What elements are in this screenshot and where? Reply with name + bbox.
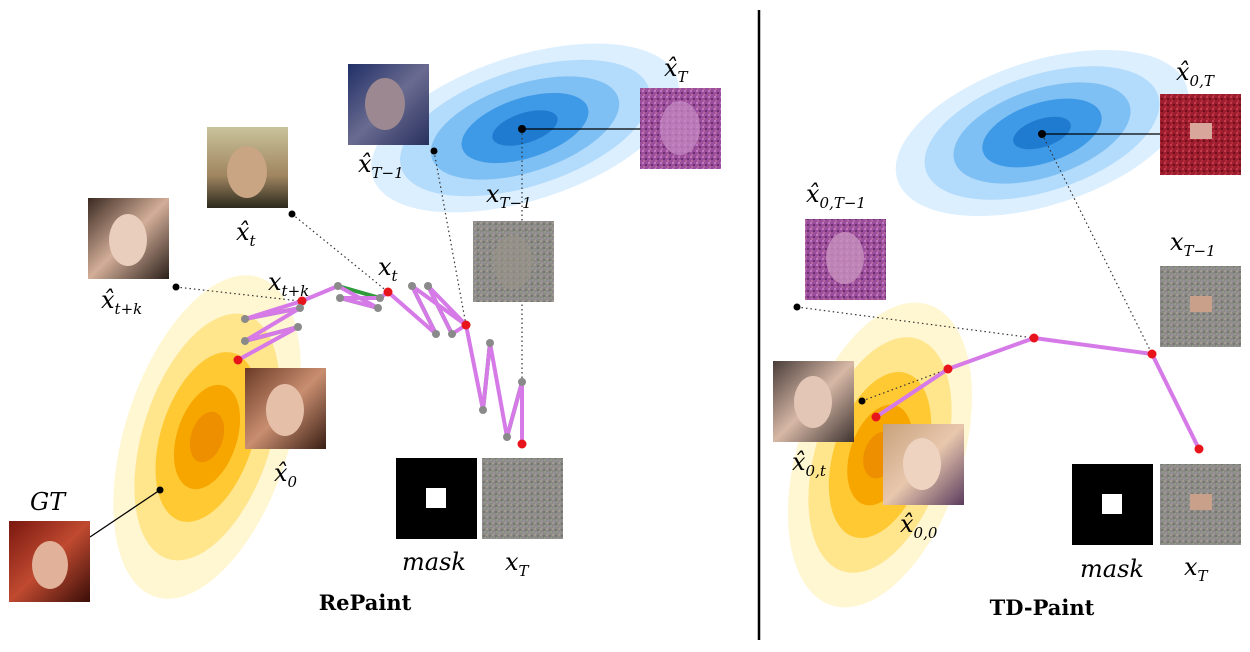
label-x0-hat: x̂0 [274, 459, 298, 491]
gt-face-thumbnail [9, 521, 90, 602]
label-mask-right: mask [1080, 555, 1144, 583]
label-x-T1-right: xT−1 [1170, 228, 1216, 260]
label-x-T-right: xT [1184, 553, 1209, 585]
trajectory-points-right [793, 130, 1204, 454]
x00-hat-face-thumbnail [883, 424, 964, 505]
label-x00-hat: x̂0,0 [900, 510, 938, 542]
label-x-T1: xT−1 [486, 180, 532, 212]
label-x-t: xt [378, 253, 399, 285]
xT-hat-noisy-thumbnail [640, 88, 721, 169]
xt-hat-face-thumbnail [207, 127, 288, 208]
dotted-leaders-right [796, 133, 1153, 402]
xT-noise-thumbnail-left [482, 458, 563, 539]
gold-distribution-left [113, 275, 301, 599]
label-xtk-hat: x̂t+k [101, 286, 142, 318]
label-x-tk: xt+k [268, 268, 309, 300]
xT-noise-thumbnail-right [1160, 464, 1241, 545]
x0T1-hat-face-thumbnail [805, 219, 886, 300]
xT1-noisy-thumbnail [473, 221, 554, 302]
panel-title-repaint: RePaint [319, 590, 412, 615]
mask-thumbnail-right [1072, 464, 1153, 545]
xT1-noisy-thumbnail-right [1160, 266, 1241, 347]
gt-connector [89, 489, 161, 538]
label-x-T-left: xT [505, 548, 530, 580]
x0T-hat-face-thumbnail [1160, 94, 1241, 175]
label-x0T-hat: x̂0,T [1176, 58, 1215, 90]
x0-hat-face-thumbnail [245, 368, 326, 449]
panel-title-tdpaint: TD-Paint [990, 595, 1095, 620]
label-x0t-hat: x̂0,t [792, 448, 827, 480]
x0t-hat-face-thumbnail [773, 361, 854, 442]
label-xT-hat: x̂T [664, 54, 689, 86]
label-gt: GT [30, 488, 67, 516]
label-xT1-hat: x̂T−1 [358, 150, 404, 182]
mask-thumbnail-left [396, 458, 477, 539]
trajectory-points-left [156, 125, 527, 494]
label-xt-hat: x̂t [236, 218, 257, 250]
label-mask-left: mask [402, 548, 466, 576]
repaint-trajectory [236, 284, 524, 446]
label-x0T1-hat: x̂0,T−1 [806, 180, 866, 212]
xT1-hat-face-thumbnail [348, 64, 429, 145]
xtk-hat-face-thumbnail [88, 198, 169, 279]
